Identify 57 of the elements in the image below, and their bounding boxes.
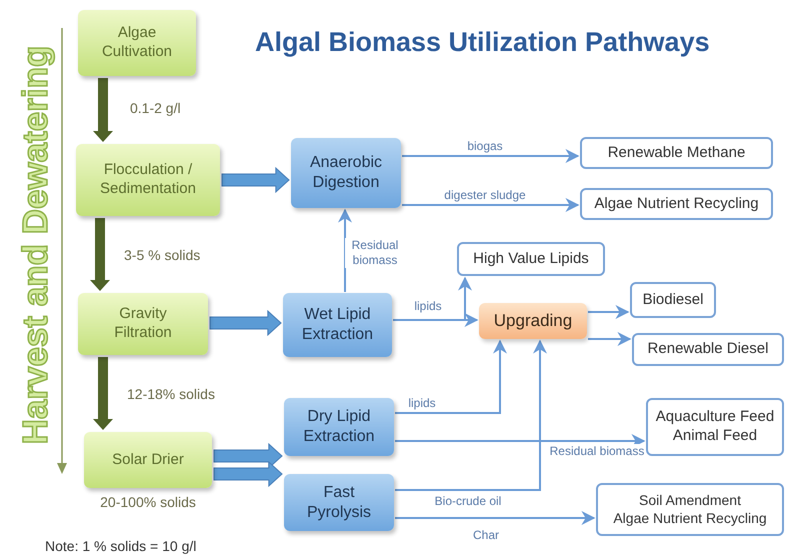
product-box <box>580 188 773 220</box>
box-text: Algae Nutrient Recycling <box>594 194 759 214</box>
box-text: High Value Lipids <box>473 250 589 268</box>
arrow <box>393 276 472 321</box>
product-box <box>596 483 784 536</box>
box-text: Upgrading <box>494 310 572 332</box>
arrow <box>395 340 547 491</box>
box-text: Fast Pyrolysis <box>306 482 372 522</box>
arrow <box>395 511 596 525</box>
box-text: Renewable Methane <box>608 144 746 162</box>
product-box <box>457 242 605 276</box>
block-arrow <box>210 310 282 336</box>
process-box <box>284 398 394 456</box>
down-arrow <box>93 357 113 430</box>
process-box <box>291 138 401 208</box>
edge-label: lipids <box>406 396 438 411</box>
down-arrow <box>93 78 113 142</box>
process-box <box>78 10 196 76</box>
arrow <box>402 198 580 212</box>
edge-label: 0.1-2 g/l <box>128 100 183 118</box>
vertical-heading: Harvest and Dewatering <box>14 46 56 444</box>
note: Note: 1 % solids = 10 g/l <box>45 537 196 556</box>
arrow <box>395 340 507 414</box>
product-box <box>632 333 784 366</box>
arrow <box>588 305 630 319</box>
box-text: Aquaculture Feed <box>656 408 774 427</box>
box-text: Biodiesel <box>642 290 704 310</box>
box-text: Algae Nutrient Recycling <box>613 510 767 527</box>
box-text: Algae Cultivation <box>100 24 174 62</box>
down-arrow <box>90 218 110 291</box>
arrow <box>338 208 352 292</box>
box-text: Renewable Diesel <box>648 340 768 359</box>
product-box <box>580 137 773 169</box>
box-text: Solar Drier <box>112 450 184 470</box>
box-text: Anaerobic Digestion <box>308 153 384 193</box>
process-box <box>283 293 392 357</box>
box-text: Animal Feed <box>672 427 758 446</box>
process-box <box>78 293 208 355</box>
arrow <box>588 332 632 346</box>
box-text: Gravity Filtration <box>113 305 173 343</box>
process-box <box>76 144 220 216</box>
box-text: Soil Amendment <box>639 492 741 510</box>
edge-label: lipids <box>412 299 444 314</box>
block-arrow <box>214 460 283 488</box>
process-box <box>284 474 394 531</box>
box-text: Wet Lipid Extraction <box>300 305 374 345</box>
box-text: Flocculation / Sedimentation <box>99 161 197 199</box>
product-box <box>646 398 784 456</box>
product-box <box>630 282 716 318</box>
title: Algal Biomass Utilization Pathways <box>255 26 710 59</box>
block-arrow <box>222 166 290 194</box>
arrow <box>402 149 580 163</box>
edge-label: digester sludge <box>442 188 528 203</box>
edge-label: biogas <box>465 139 505 154</box>
solids-note: 20-100% solids <box>100 494 196 512</box>
box-text: Dry Lipid Extraction <box>302 407 376 447</box>
process-box <box>479 303 587 339</box>
